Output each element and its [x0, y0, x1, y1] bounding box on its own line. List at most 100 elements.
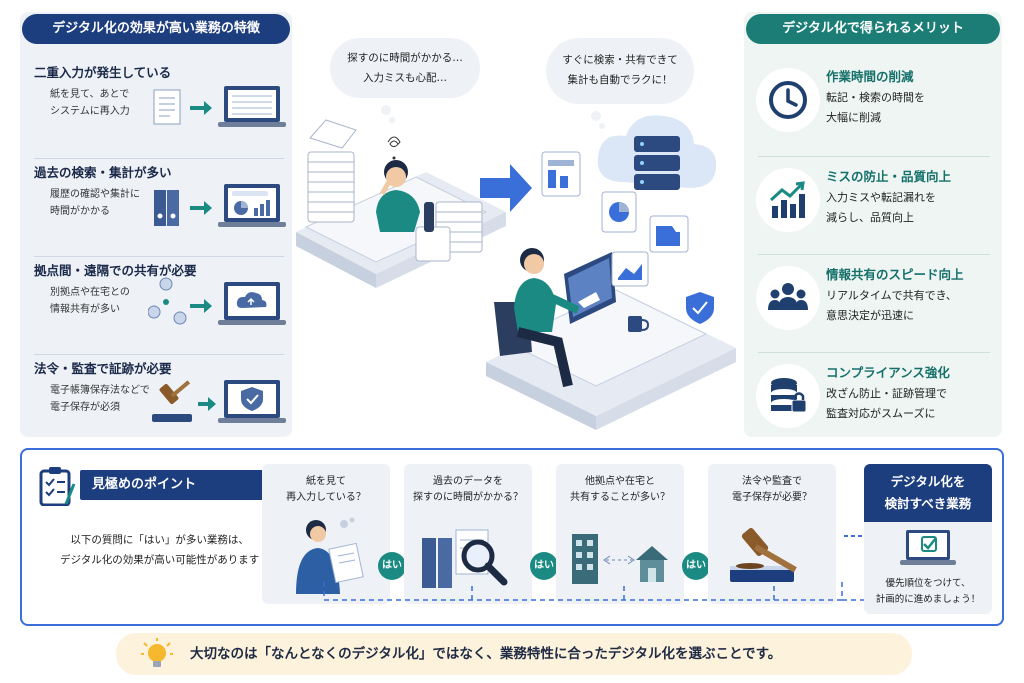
left-panel-title: デジタル化の効果が高い業務の特徴: [22, 14, 290, 44]
magnifier-documents-icon: [422, 529, 508, 588]
question-line: 共有することが多い？: [570, 492, 670, 503]
feature-desc-line: 時間がかかる: [50, 206, 110, 217]
question-card-reentry: 紙を見て 再入力している？: [262, 464, 390, 604]
divider: [758, 254, 990, 255]
merit-title: 作業時間の削減: [826, 69, 914, 84]
merit-desc: 転記・検索の時間を 大幅に削減: [826, 88, 925, 128]
question-text: 紙を見て 再入力している？: [262, 474, 390, 506]
clock-icon: [769, 81, 807, 119]
result-card: デジタル化を 検討すべき業務 優先順位をつけて、 計画的に進めましょう！: [864, 464, 992, 614]
question-text: 他拠点や在宅と 共有することが多い？: [556, 474, 684, 506]
bubble-line: 入力ミスも心配…: [363, 72, 447, 84]
question-line: 過去のデータを: [433, 476, 503, 487]
merit-icon-circle: [756, 266, 820, 330]
feature-search-aggregate: 過去の検索・集計が多い 履歴の確認や集計に 時間がかかる: [28, 162, 288, 250]
digital-desk-platform: [486, 248, 736, 430]
merit-sharing-speed: 情報共有のスピード向上 リアルタイムで共有でき、 意思決定が迅速に: [750, 260, 996, 350]
question-text: 法令や監査で 電子保存が必要？: [708, 474, 836, 506]
feature-desc-line: システムに再入力: [50, 106, 130, 117]
office-scene: [296, 105, 736, 430]
divider: [34, 354, 284, 355]
feature-desc: 別拠点や在宅との 情報共有が多い: [50, 284, 130, 318]
merit-desc-line: 大幅に削減: [826, 111, 881, 124]
gavel-to-shield-icon: [152, 380, 286, 423]
laptop-check-icon: [900, 530, 956, 565]
checkpoint-desc: 以下の質問に「はい」が多い業務は、 デジタル化の効果が高い可能性があります: [60, 530, 259, 570]
feature-desc-line: 電子帳簿保存法などで: [50, 385, 150, 396]
feature-desc-line: 履歴の確認や集計に: [50, 189, 140, 200]
merit-desc: 入力ミスや転記漏れを 減らし、品質向上: [826, 188, 936, 228]
feature-desc: 履歴の確認や集計に 時間がかかる: [50, 186, 140, 220]
result-note-line: 計画的に進めましょう！: [875, 594, 981, 605]
people-to-cloud-icon: [148, 277, 286, 325]
result-title: デジタル化を 検討すべき業務: [864, 464, 992, 522]
conclusion-text: 大切なのは「なんとなくのデジタル化」ではなく、業務特性に合ったデジタル化を選ぶこ…: [190, 646, 782, 662]
divider: [758, 156, 990, 157]
merit-icon-circle: [756, 364, 820, 428]
merit-title: 情報共有のスピード向上: [826, 267, 964, 282]
feature-title: 過去の検索・集計が多い: [34, 165, 172, 180]
question-line: 他拠点や在宅と: [585, 476, 655, 487]
merit-desc-line: 意思決定が迅速に: [826, 309, 914, 322]
connector-line: [323, 582, 878, 601]
question-line: 紙を見て: [306, 476, 346, 487]
merit-desc: 改ざん防止・証跡管理で 監査対応がスムーズに: [826, 384, 947, 424]
question-line: 再入力している？: [286, 492, 366, 503]
gavel-book-icon: [730, 528, 797, 582]
cloud-data-cluster: [541, 115, 717, 287]
conclusion-banner: 大切なのは「なんとなくのデジタル化」ではなく、業務特性に合ったデジタル化を選ぶこ…: [116, 633, 912, 675]
merit-desc-line: 入力ミスや転記漏れを: [826, 191, 936, 204]
divider: [34, 256, 284, 257]
yes-badge: はい: [530, 552, 558, 580]
worry-thought-bubble: 探すのに時間がかかる… 入力ミスも心配…: [330, 38, 480, 98]
center-illustration: 探すのに時間がかかる… 入力ミスも心配… すぐに検索・共有できて 集計も自動でラ…: [296, 12, 736, 440]
feature-remote-sharing: 拠点間・遠隔での共有が必要 別拠点や在宅との 情報共有が多い: [28, 260, 288, 348]
chart-up-icon: [769, 181, 805, 218]
bubble-line: 探すのに時間がかかる…: [347, 52, 463, 64]
feature-legal-audit: 法令・監査で証跡が必要 電子帳簿保存法などで 電子保存が必須: [28, 358, 288, 446]
question-text: 過去のデータを 探すのに時間がかかる？: [404, 474, 532, 506]
feature-title: 法令・監査で証跡が必要: [34, 361, 172, 376]
feature-desc-line: 別拠点や在宅との: [50, 287, 130, 298]
result-note: 優先順位をつけて、 計画的に進めましょう！: [864, 576, 992, 608]
clipboard-check-icon: [39, 467, 76, 506]
bubble-line: すぐに検索・共有できて: [562, 54, 678, 66]
feature-title: 二重入力が発生している: [34, 65, 172, 80]
right-panel: デジタル化で得られるメリット 作業時間の削減 転記・検索の時間を 大幅に削減 ミ…: [744, 12, 1002, 437]
merit-desc-line: リアルタイムで共有でき、: [826, 289, 957, 302]
bubble-line: 集計も自動でラクに！: [567, 74, 673, 86]
merit-quality: ミスの防止・品質向上 入力ミスや転記漏れを 減らし、品質向上: [750, 162, 996, 252]
merit-desc-line: 減らし、品質向上: [826, 211, 914, 224]
transition-arrow-icon: [480, 164, 532, 212]
merit-time-reduction: 作業時間の削減 転記・検索の時間を 大幅に削減: [750, 62, 996, 152]
merit-icon-circle: [756, 68, 820, 132]
checkpoint-label: 見極めのポイント: [36, 464, 274, 506]
question-line: 法令や監査で: [742, 476, 802, 487]
relief-thought-bubble: すぐに検索・共有できて 集計も自動でラクに！: [546, 38, 694, 104]
merit-title: ミスの防止・品質向上: [826, 169, 952, 184]
question-card-search: 過去のデータを 探すのに時間がかかる？: [404, 464, 532, 604]
paper-desk-platform: [296, 119, 506, 288]
building-house-icon: [572, 534, 668, 584]
merit-desc-line: 転記・検索の時間を: [826, 91, 925, 104]
result-title-line: デジタル化を: [890, 474, 966, 489]
merit-icon-circle: [756, 168, 820, 232]
checkpoint-title: 見極めのポイント: [80, 470, 270, 500]
merit-desc-line: 改ざん防止・証跡管理で: [826, 387, 947, 400]
right-panel-title: デジタル化で得られるメリット: [746, 14, 1000, 44]
feature-desc-line: 紙を見て、あとで: [50, 89, 130, 100]
feature-desc: 電子帳簿保存法などで 電子保存が必須: [50, 382, 150, 416]
paper-to-laptop-icon: [153, 86, 286, 127]
database-lock-icon: [771, 378, 807, 413]
question-card-sharing: 他拠点や在宅と 共有することが多い？: [556, 464, 684, 604]
feature-desc-line: 情報共有が多い: [50, 304, 120, 315]
merit-compliance: コンプライアンス強化 改ざん防止・証跡管理で 監査対応がスムーズに: [750, 358, 996, 448]
checkpoint-desc-line: デジタル化の効果が高い可能性があります: [60, 554, 260, 566]
divider: [758, 352, 990, 353]
merit-desc-line: 監査対応がスムーズに: [826, 407, 936, 420]
people-icon: [768, 283, 808, 310]
question-line: 電子保存が必要？: [732, 492, 812, 503]
result-title-line: 検討すべき業務: [884, 496, 972, 511]
yes-badge: はい: [682, 552, 710, 580]
merit-title: コンプライアンス強化: [826, 365, 950, 380]
